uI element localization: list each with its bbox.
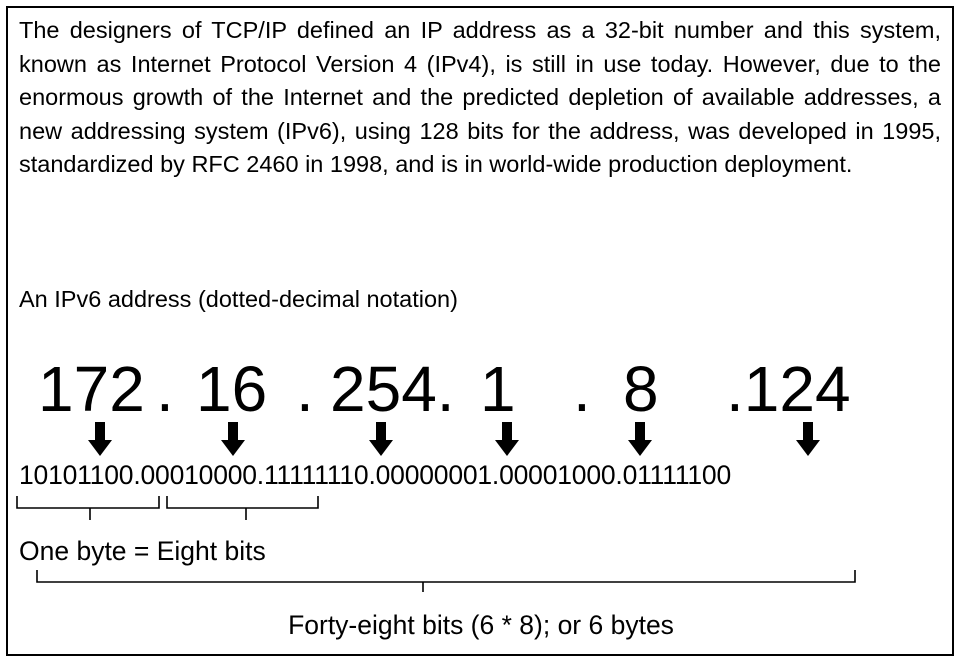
decimal-octet-1: 172 <box>38 353 145 425</box>
byte-label: One byte = Eight bits <box>19 536 266 566</box>
decimal-octet-3: 254. <box>330 353 455 425</box>
down-arrow-icon <box>628 422 652 456</box>
diagram-heading: An IPv6 address (dotted-decimal notation… <box>19 286 458 312</box>
down-arrow-icon <box>796 422 820 456</box>
down-arrow-icon <box>495 422 519 456</box>
decimal-octet-5: 8 <box>623 353 659 425</box>
down-arrow-icon <box>221 422 245 456</box>
intro-paragraph: The designers of TCP/IP defined an IP ad… <box>19 17 941 177</box>
total-bracket <box>36 570 856 592</box>
down-arrow-icon <box>88 422 112 456</box>
decimal-octet-4: 1 <box>480 353 516 425</box>
diagram-frame <box>6 6 954 656</box>
decimal-octet-2: 16 <box>196 353 268 425</box>
binary-address: 10101100.00010000.11111110.00000001.0000… <box>19 460 732 490</box>
decimal-dot-1: . <box>156 353 174 425</box>
decimal-dot-3: . <box>573 353 591 425</box>
decimal-dot-2: . <box>296 353 314 425</box>
byte-bracket-2 <box>166 496 319 520</box>
decimal-octet-6: .124 <box>726 353 851 425</box>
total-bits-label: Forty-eight bits (6 * 8); or 6 bytes <box>288 610 674 640</box>
byte-bracket-1 <box>16 496 160 520</box>
down-arrow-icon <box>369 422 393 456</box>
